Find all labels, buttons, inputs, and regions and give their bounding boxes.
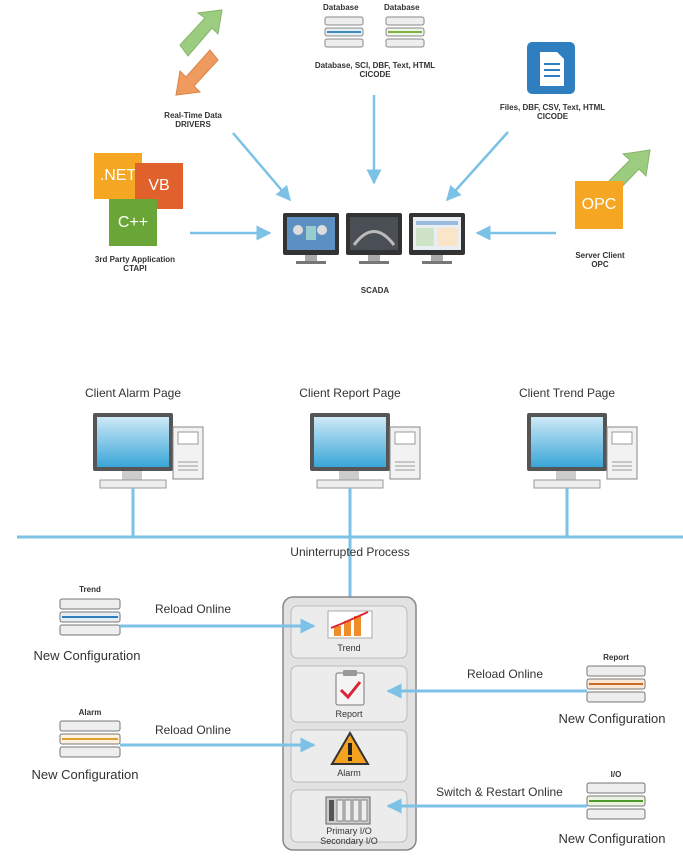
client-report-computer [310, 413, 421, 489]
database-left-icon [324, 16, 364, 48]
io-db-label: I/O [610, 770, 622, 779]
new-config-trend-label: New Configuration [33, 648, 141, 663]
module-io-label: Primary I/O Secondary I/O [291, 826, 407, 847]
client-alarm-computer [93, 413, 204, 489]
scada-label: SCADA [360, 286, 390, 295]
app-caption: 3rd Party Application CTAPI [85, 255, 185, 273]
database-caption-line1: Database, SCI, DBF, Text, HTML [314, 61, 436, 70]
files-caption-line2: CICODE [536, 112, 569, 122]
report-db-label: Report [603, 653, 629, 662]
client-alarm-label: Client Alarm Page [84, 386, 182, 400]
drivers-caption-line2: DRIVERS [175, 120, 211, 130]
module-trend-label: Trend [337, 643, 361, 653]
scada-monitor-2 [346, 213, 402, 264]
drivers-caption-line1: Real-Time Data [164, 111, 222, 120]
module-alarm-label: Alarm [337, 768, 361, 778]
reload-connectors [120, 618, 587, 814]
io-module-icon [325, 796, 371, 825]
net-tile: .NET [94, 153, 142, 199]
module-report-label: Report [335, 709, 363, 719]
database-caption: Database, SCI, DBF, Text, HTML CICODE [305, 61, 445, 79]
document-icon [527, 42, 575, 94]
app-caption-line1: 3rd Party Application [94, 255, 176, 264]
drivers-caption: Real-Time Data DRIVERS [148, 111, 238, 129]
alarm-db-label: Alarm [78, 708, 102, 717]
module-io-secondary: Secondary I/O [320, 836, 378, 847]
client-trend-label: Client Trend Page [518, 386, 616, 400]
top-connectors [190, 95, 556, 241]
trend-chart-icon [327, 610, 373, 639]
alarm-warning-icon [330, 731, 370, 765]
database-left-label: Database [323, 3, 359, 12]
opc-caption-line1: Server Client [575, 251, 625, 260]
files-caption: Files, DBF, CSV, Text, HTML CICODE [490, 103, 615, 121]
client-trend-computer [527, 413, 638, 489]
database-right-label: Database [384, 3, 420, 12]
client-report-label: Client Report Page [299, 386, 401, 400]
scada-monitor-1 [283, 213, 339, 264]
database-caption-line2: CICODE [359, 70, 391, 80]
alarm-database-icon [59, 720, 121, 758]
process-label: Uninterrupted Process [290, 545, 410, 559]
cpp-tile: C++ [109, 199, 157, 246]
opc-caption: Server Client OPC [555, 251, 645, 269]
report-database-icon [586, 665, 646, 703]
reload-alarm-label: Reload Online [154, 723, 232, 737]
report-clipboard-icon [335, 670, 365, 706]
io-database-icon [586, 782, 646, 820]
network-bus [17, 488, 683, 598]
reload-report-label: Reload Online [466, 667, 544, 681]
module-io-primary: Primary I/O [326, 826, 372, 836]
new-config-report-label: New Configuration [558, 711, 666, 726]
app-caption-line2: CTAPI [123, 264, 147, 274]
new-config-alarm-label: New Configuration [31, 767, 139, 782]
opc-caption-line2: OPC [591, 260, 609, 270]
trend-db-label: Trend [79, 585, 101, 594]
switch-restart-label: Switch & Restart Online [436, 785, 563, 799]
files-caption-line1: Files, DBF, CSV, Text, HTML [499, 103, 606, 112]
opc-tile: OPC [575, 181, 623, 229]
upload-arrow-icon [179, 9, 223, 57]
trend-database-icon [59, 598, 121, 636]
new-config-io-label: New Configuration [558, 831, 666, 846]
download-arrow-icon [175, 49, 219, 96]
reload-trend-label: Reload Online [154, 602, 232, 616]
scada-monitor-3 [409, 213, 465, 264]
database-right-icon [385, 16, 425, 48]
